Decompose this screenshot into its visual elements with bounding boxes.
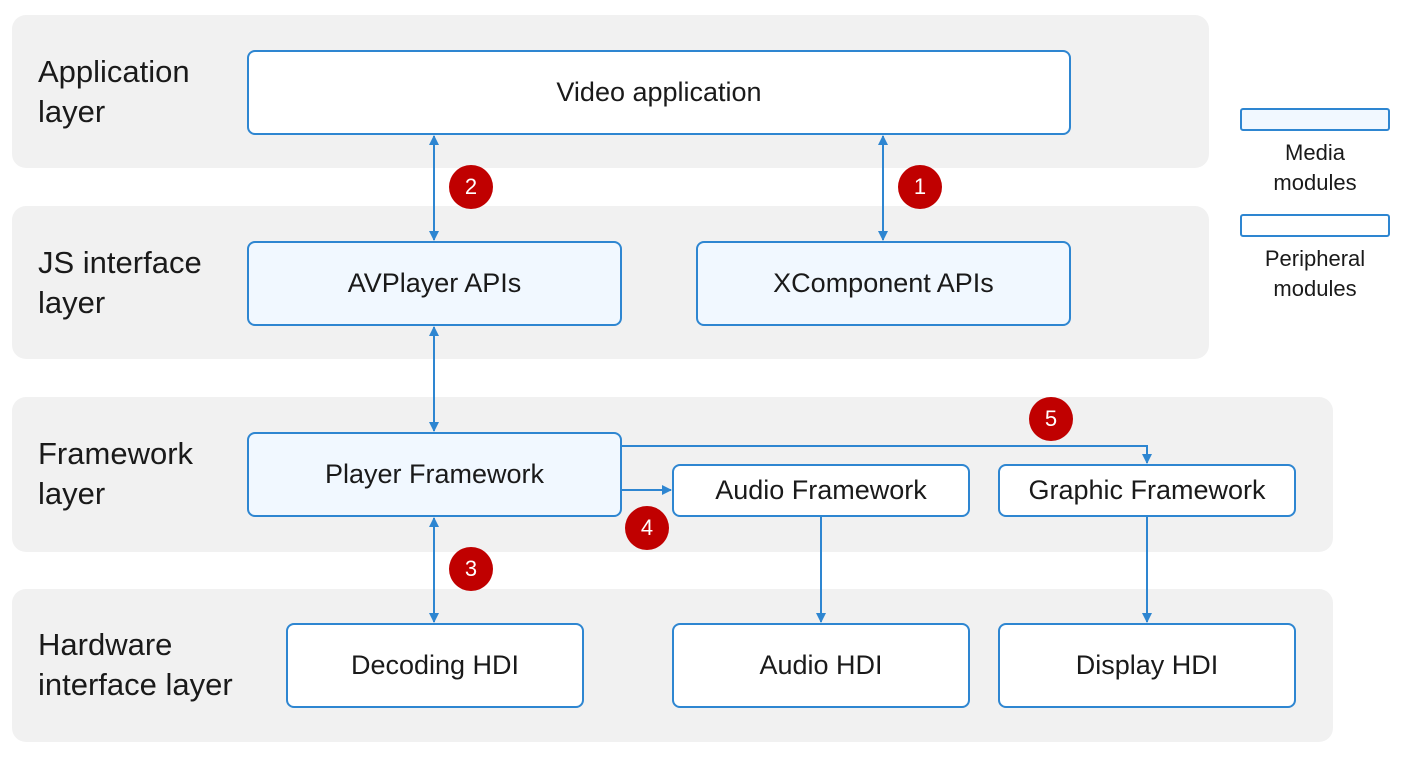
video-application-node: Video application <box>247 50 1071 135</box>
js-interface-layer-label: JS interface layer <box>38 245 202 320</box>
decoding-hdi-node: Decoding HDI <box>286 623 584 708</box>
step-badge-3: 3 <box>449 547 493 591</box>
xcomponent-apis-node: XComponent APIs <box>696 241 1071 326</box>
audio-framework-node: Audio Framework <box>672 464 970 517</box>
hardware-interface-layer-label: Hardware interface layer <box>38 627 233 702</box>
player-framework-node: Player Framework <box>247 432 622 517</box>
legend-peripheral-label: Peripheral modules <box>1264 246 1366 301</box>
framework-layer-label: Framework layer <box>38 436 194 511</box>
graphic-framework-node: Graphic Framework <box>998 464 1296 517</box>
legend-media-label: Media modules <box>1273 140 1357 195</box>
step-badge-2: 2 <box>449 165 493 209</box>
step-badge-1: 1 <box>898 165 942 209</box>
step-badge-5: 5 <box>1029 397 1073 441</box>
audio-hdi-node: Audio HDI <box>672 623 970 708</box>
display-hdi-node: Display HDI <box>998 623 1296 708</box>
avplayer-apis-node: AVPlayer APIs <box>247 241 622 326</box>
application-layer-label: Application layer <box>38 54 190 129</box>
legend-peripheral-swatch <box>1240 214 1390 237</box>
step-badge-4: 4 <box>625 506 669 550</box>
arrow-player-graphic-framework <box>622 445 1152 464</box>
legend-media-swatch <box>1240 108 1390 131</box>
